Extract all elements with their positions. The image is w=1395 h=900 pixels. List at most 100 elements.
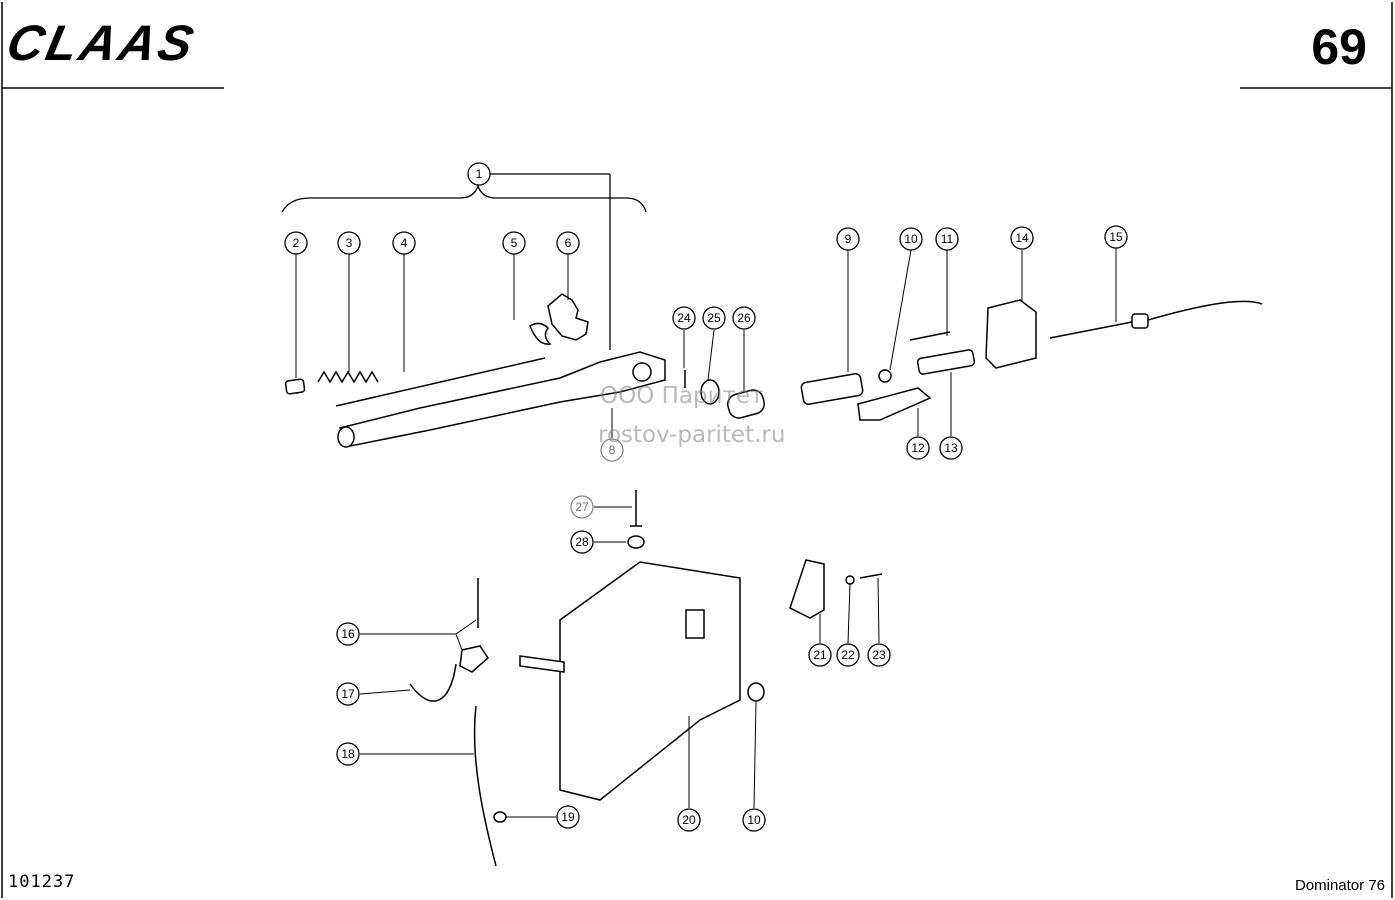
part-lever-end xyxy=(337,426,355,448)
svg-text:4: 4 xyxy=(401,236,408,250)
svg-text:24: 24 xyxy=(677,311,691,325)
svg-text:10: 10 xyxy=(904,232,918,246)
callout-1: 1 xyxy=(467,162,491,186)
watermark-company: ООО Паритет xyxy=(600,383,764,409)
callout-4: 4 xyxy=(392,231,416,255)
svg-text:27: 27 xyxy=(575,500,589,514)
callout-25: 25 xyxy=(702,306,726,330)
callout-19: 19 xyxy=(556,805,580,829)
part-rod xyxy=(335,357,546,407)
callouts: 1 2 3 4 5 6 8 9 10 11 12 13 14 15 16 17 … xyxy=(284,162,1128,832)
svg-text:19: 19 xyxy=(561,810,575,824)
part-nut-small xyxy=(878,369,892,383)
svg-text:23: 23 xyxy=(872,648,886,662)
part-segment xyxy=(547,293,589,341)
leader-lines xyxy=(295,248,1117,818)
callout-26: 26 xyxy=(732,306,756,330)
callout-24: 24 xyxy=(672,306,696,330)
callout-28: 28 xyxy=(570,530,594,554)
part-bolt-upper xyxy=(630,490,642,527)
svg-text:9: 9 xyxy=(845,232,852,246)
part-screw-lower xyxy=(859,573,883,579)
part-plate-slot xyxy=(685,609,705,639)
part-cable-lower xyxy=(473,705,497,867)
callout-21: 21 xyxy=(808,643,832,667)
callout-5: 5 xyxy=(502,231,526,255)
svg-text:1: 1 xyxy=(476,167,483,181)
part-clevis xyxy=(985,299,1037,369)
cable-assembly xyxy=(800,299,1263,421)
part-washer xyxy=(700,379,720,405)
svg-text:20: 20 xyxy=(682,813,696,827)
part-grommet xyxy=(493,811,507,823)
part-cable xyxy=(1147,300,1263,321)
callout-27: 27 xyxy=(570,495,594,519)
svg-text:17: 17 xyxy=(341,687,355,701)
svg-text:16: 16 xyxy=(341,627,355,641)
svg-text:25: 25 xyxy=(707,311,721,325)
svg-text:5: 5 xyxy=(511,236,518,250)
svg-text:3: 3 xyxy=(346,236,353,250)
svg-text:12: 12 xyxy=(911,441,925,455)
callout-6: 6 xyxy=(556,231,580,255)
part-spring xyxy=(317,370,379,384)
svg-text:8: 8 xyxy=(609,443,616,457)
brand-logo: CLAAS xyxy=(2,15,202,71)
svg-text:2: 2 xyxy=(293,236,300,250)
part-washer-lower xyxy=(845,575,855,585)
group-brace xyxy=(281,173,647,350)
callout-3: 3 xyxy=(337,231,361,255)
part-spring-clip xyxy=(409,663,457,702)
watermark-url: rostov-paritet.ru xyxy=(598,422,786,448)
svg-text:18: 18 xyxy=(341,747,355,761)
svg-text:10: 10 xyxy=(747,813,761,827)
svg-text:22: 22 xyxy=(841,648,855,662)
svg-text:14: 14 xyxy=(1015,231,1029,245)
page-number: 69 xyxy=(1311,19,1367,75)
part-plate xyxy=(559,561,741,801)
svg-text:13: 13 xyxy=(944,441,958,455)
callout-17: 17 xyxy=(336,682,360,706)
part-bolt-long xyxy=(909,331,951,341)
mounting-assembly xyxy=(409,490,883,867)
part-threaded-rod xyxy=(1049,321,1133,339)
part-pivot xyxy=(632,362,652,382)
part-bracket-arm xyxy=(857,387,932,421)
callout-22: 22 xyxy=(836,643,860,667)
callout-12: 12 xyxy=(906,436,930,460)
callout-8: 8 xyxy=(600,438,624,462)
model-name: Dominator 76 xyxy=(1294,877,1385,894)
part-sleeve xyxy=(800,372,864,406)
callout-18: 18 xyxy=(336,742,360,766)
svg-text:6: 6 xyxy=(565,236,572,250)
part-clip xyxy=(529,322,552,345)
callout-14: 14 xyxy=(1010,226,1034,250)
svg-text:15: 15 xyxy=(1109,230,1123,244)
drawing-reference: 101237 xyxy=(8,872,76,892)
part-angle-bracket xyxy=(789,559,825,619)
callout-16: 16 xyxy=(336,622,360,646)
callout-10-lower: 10 xyxy=(742,808,766,832)
callout-20: 20 xyxy=(677,808,701,832)
callout-15: 15 xyxy=(1104,225,1128,249)
callout-9: 9 xyxy=(836,227,860,251)
callout-2: 2 xyxy=(284,231,308,255)
part-nut-lower xyxy=(747,682,765,702)
part-lever xyxy=(338,351,666,447)
part-bushing xyxy=(284,378,306,395)
svg-text:11: 11 xyxy=(941,232,954,246)
part-nut-upper xyxy=(627,535,645,549)
callout-23: 23 xyxy=(867,643,891,667)
lever-assembly xyxy=(284,293,765,448)
svg-text:26: 26 xyxy=(737,311,751,325)
callout-13: 13 xyxy=(939,436,963,460)
callout-10-upper: 10 xyxy=(899,227,923,251)
part-ferrule xyxy=(1131,313,1149,329)
part-plate-tab xyxy=(519,655,565,673)
part-cap xyxy=(727,389,765,419)
callout-11: 11 xyxy=(935,227,959,251)
svg-text:21: 21 xyxy=(813,648,827,662)
svg-text:28: 28 xyxy=(575,535,589,549)
